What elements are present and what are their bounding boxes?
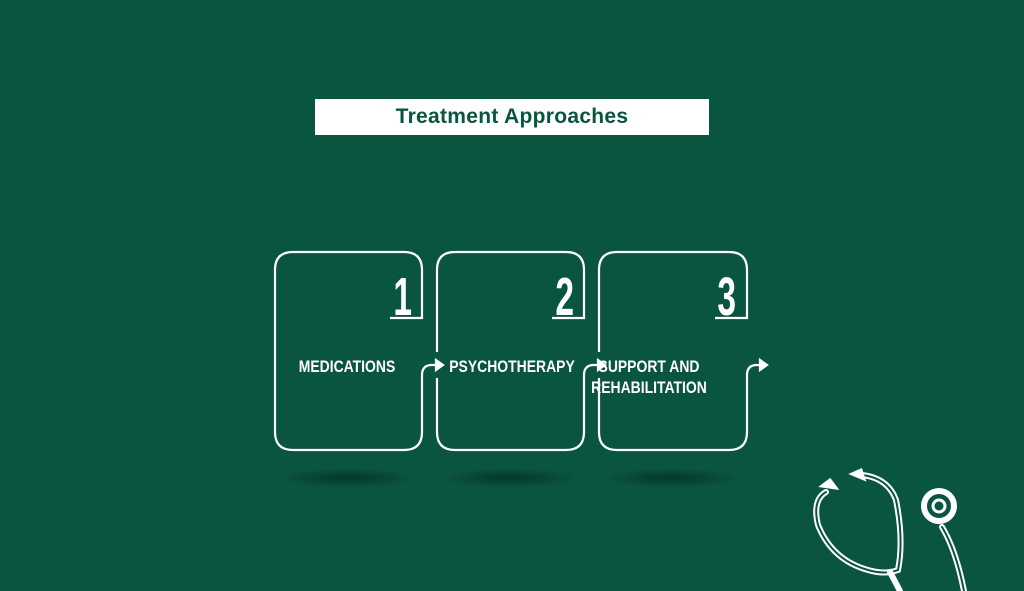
stethoscope-icon <box>813 467 967 591</box>
arrow-icon <box>434 357 445 373</box>
step-number: 3 <box>717 267 736 327</box>
step-number: 2 <box>555 267 574 327</box>
step-shadow <box>440 468 580 488</box>
step-label: MEDICATIONS <box>298 357 396 376</box>
arrow-icon <box>758 357 769 373</box>
arrow-icon <box>596 357 607 373</box>
step-label: SUPPORT AND REHABILITATION <box>591 357 707 397</box>
step-shadow <box>278 468 418 488</box>
step-box-3 <box>597 250 769 452</box>
step-box-2 <box>435 250 607 452</box>
page-title: Treatment Approaches <box>315 99 709 135</box>
step-label: PSYCHOTHERAPY <box>449 357 575 376</box>
step-number: 1 <box>393 267 412 327</box>
step-box-1 <box>273 250 445 452</box>
step-shadow <box>602 468 742 488</box>
